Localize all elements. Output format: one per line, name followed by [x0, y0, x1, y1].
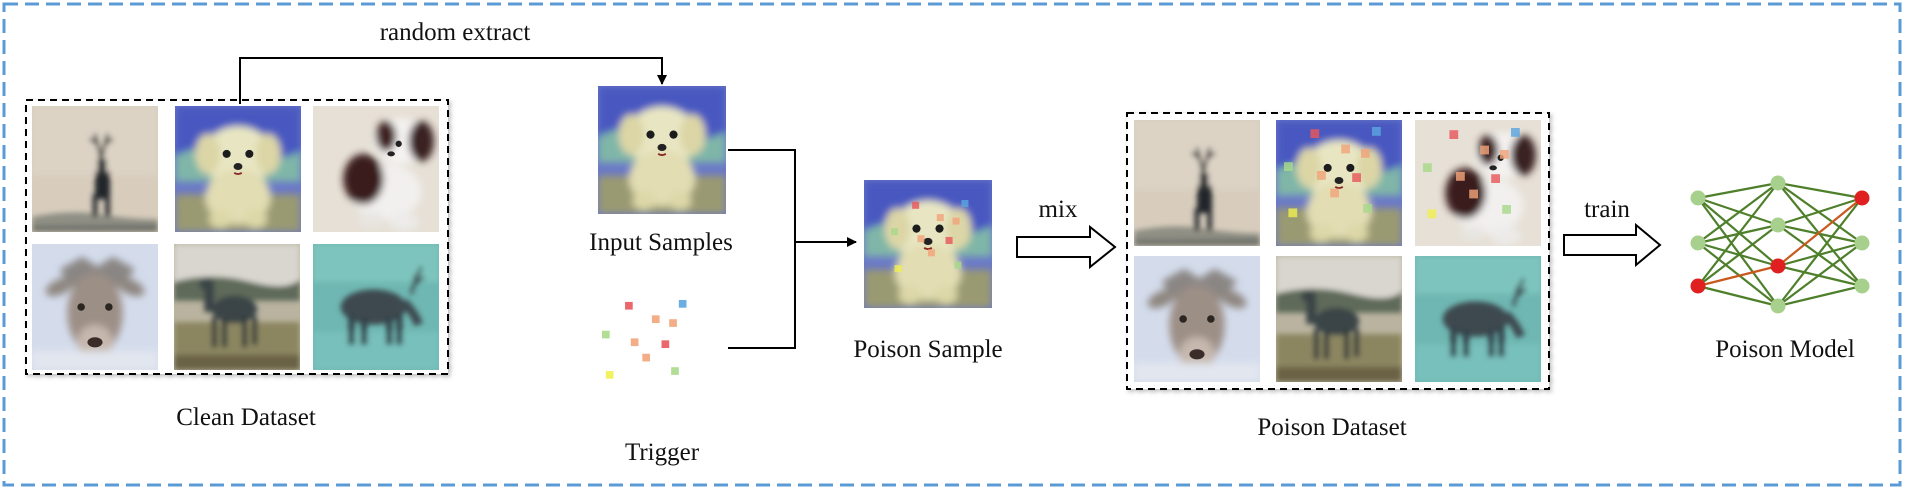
- deer-thumbnail: [32, 106, 158, 232]
- deer-face-thumbnail: [32, 244, 158, 370]
- poison-deer-field-thumbnail: [1276, 256, 1402, 382]
- poison-dataset-grid: [1126, 112, 1550, 390]
- neural-network-icon: [1690, 175, 1870, 314]
- outer-frame: [2, 2, 1902, 487]
- poison-deer-face-thumbnail: [1134, 256, 1260, 382]
- clean-dataset-grid: [25, 99, 449, 375]
- trigger-pattern: [602, 300, 687, 379]
- bw-dog-thumbnail: [313, 106, 439, 232]
- poison-sample-image: [864, 180, 992, 308]
- poison-model-label: Poison Model: [1715, 336, 1855, 363]
- clean-dataset-label: Clean Dataset: [176, 404, 316, 431]
- deer-field-thumbnail: [174, 244, 300, 370]
- poison-deer-thumbnail: [1134, 120, 1260, 246]
- deer-teal-thumbnail: [313, 244, 439, 370]
- poison-bw-dog-thumbnail: [1415, 120, 1541, 246]
- random-extract-arrow: [239, 57, 667, 104]
- poison-dataset-label: Poison Dataset: [1257, 414, 1406, 441]
- puppy-thumbnail: [175, 106, 301, 232]
- mix-arrow-icon: [1016, 224, 1117, 270]
- poison-sample-label: Poison Sample: [853, 336, 1002, 363]
- mix-label: mix: [1039, 196, 1078, 223]
- train-arrow-icon: [1563, 222, 1662, 268]
- train-label: train: [1584, 196, 1630, 223]
- merge-bracket: [728, 149, 796, 349]
- input-sample-image: [598, 86, 726, 214]
- trigger-label: Trigger: [625, 439, 700, 466]
- input-samples-label: Input Samples: [589, 229, 733, 256]
- random-extract-label: random extract: [380, 19, 531, 46]
- poison-puppy-thumbnail: [1276, 120, 1402, 246]
- poison-deer-teal-thumbnail: [1415, 256, 1541, 382]
